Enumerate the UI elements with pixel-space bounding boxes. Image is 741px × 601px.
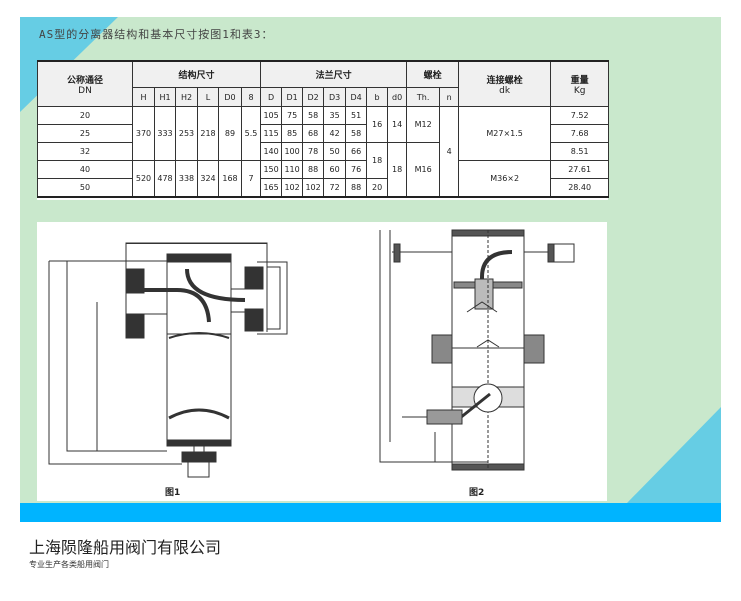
company-slogan: 专业生产各类船用阀门 [29,560,109,569]
cell-flange: 102 [302,178,325,198]
cell-weight: 7.52 [550,106,610,125]
cell-flange: 75 [281,106,304,125]
cell-dn: 20 [37,106,133,125]
cell-dn: 50 [37,178,133,198]
subheader: D [260,87,283,107]
cell-flange: 102 [281,178,304,198]
cell-n: 4 [439,106,460,198]
decor-triangle-bottom-right [627,407,721,503]
cell-flange: 51 [345,106,368,125]
cell-flange: 85 [281,124,304,143]
cell-flange: 50 [323,142,347,161]
header-flange: 法兰尺寸 [260,60,408,88]
footer-band [20,503,721,522]
cell-weight: 7.68 [550,124,610,143]
table-row: 50 165 102 102 72 88 20 28.40 [37,178,610,198]
table-row: 40 520 478 338 324 168 7 150 110 88 60 7… [37,160,610,198]
cell-th: M16 [406,142,441,198]
subheader: Th. [406,87,441,107]
cell-h1: 333 [154,106,176,161]
cell-b: 18 [366,142,389,179]
cell-h2: 338 [175,160,198,198]
subheader: H [132,87,155,107]
cell-flange: 60 [323,160,347,179]
cell-b: 16 [366,106,389,143]
intro-text: AS型的分离器结构和基本尺寸按图1和表3： [39,28,274,41]
figure-2-drawing [379,229,575,471]
subheader: n [439,87,460,107]
cell-th: M12 [406,106,441,143]
cell-flange: 105 [260,106,283,125]
cell-flange: 42 [323,124,347,143]
cell-h: 520 [132,160,155,198]
subheader: b [366,87,389,107]
subheader: D1 [281,87,304,107]
cell-flange: 58 [345,124,368,143]
table-row: 25 115 85 68 42 58 7.68 [37,124,610,143]
figure-1-drawing [48,242,288,478]
subheader: L [197,87,219,107]
cell-flange: 58 [302,106,325,125]
cell-dn: 25 [37,124,133,143]
table-row: 32 140 100 78 50 66 18 18 M16 8.51 [37,142,610,198]
cell-flange: 68 [302,124,325,143]
cell-flange: 110 [281,160,304,179]
table-row: 20 370 333 253 218 89 5.5 105 75 58 35 5… [37,106,610,198]
cell-bolt-d0: 14 [387,106,408,143]
header-structure: 结构尺寸 [131,60,262,88]
cell-flange: 88 [302,160,325,179]
cell-dk: M36×2 [458,160,552,198]
cell-dn: 40 [37,160,133,179]
cell-d0: 89 [218,106,242,161]
cell-h: 370 [132,106,155,161]
cell-flange: 66 [345,142,368,161]
cell-flange: 140 [260,142,283,161]
cell-flange: 100 [281,142,304,161]
subheader: d0 [387,87,408,107]
subheader: H2 [175,87,198,107]
cell-8: 7 [240,160,262,198]
cell-weight: 8.51 [550,142,610,161]
subheader: D2 [302,87,325,107]
cell-dn: 32 [37,142,133,161]
subheader: D0 [218,87,242,107]
cell-h2: 253 [175,106,198,161]
subheader: D3 [323,87,347,107]
cell-flange: 78 [302,142,325,161]
cell-flange: 165 [260,178,283,198]
cell-l: 218 [197,106,219,161]
cell-flange: 88 [345,178,368,198]
cell-8: 5.5 [240,106,262,161]
cell-flange: 115 [260,124,283,143]
cell-flange: 35 [323,106,347,125]
cell-weight: 28.40 [550,178,610,198]
drawings-panel: 图1 图2 [37,222,607,501]
cell-flange: 76 [345,160,368,179]
subheader: 8 [240,87,262,107]
cell-bolt-d0: 18 [387,142,408,198]
cell-flange: 72 [323,178,347,198]
cell-weight: 27.61 [550,160,610,179]
header-bolt: 螺栓 [406,60,460,88]
cell-h1: 478 [154,160,176,198]
cell-b: 20 [366,178,389,198]
figure-1-caption: 图1 [165,488,181,498]
company-name: 上海陨隆船用阀门有限公司 [29,538,222,557]
figure-2-caption: 图2 [469,488,485,498]
cell-l: 324 [197,160,219,198]
cell-dk: M27×1.5 [458,106,552,161]
subheader: H1 [154,87,176,107]
cell-d0: 168 [218,160,242,198]
cell-flange: 150 [260,160,283,179]
subheader: D4 [345,87,368,107]
